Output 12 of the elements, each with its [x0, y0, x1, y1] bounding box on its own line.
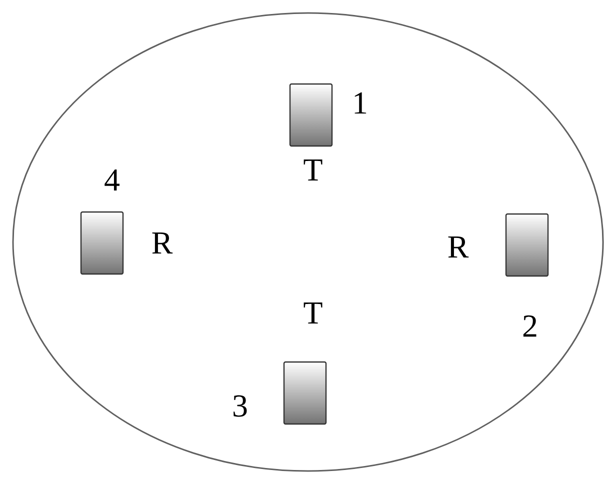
- callout-number: 3: [234, 395, 247, 417]
- part-letter: T: [304, 302, 322, 324]
- callout-number: 2: [523, 315, 536, 337]
- component-block: [289, 83, 333, 147]
- oval-outline: [12, 12, 604, 472]
- part-letter: R: [448, 236, 469, 258]
- callout-number: 1: [354, 92, 366, 114]
- component-block: [505, 213, 549, 277]
- component-block: [80, 211, 124, 275]
- part-letter: R: [152, 232, 173, 254]
- component-block: [283, 361, 327, 425]
- callout-number: 4: [104, 169, 120, 191]
